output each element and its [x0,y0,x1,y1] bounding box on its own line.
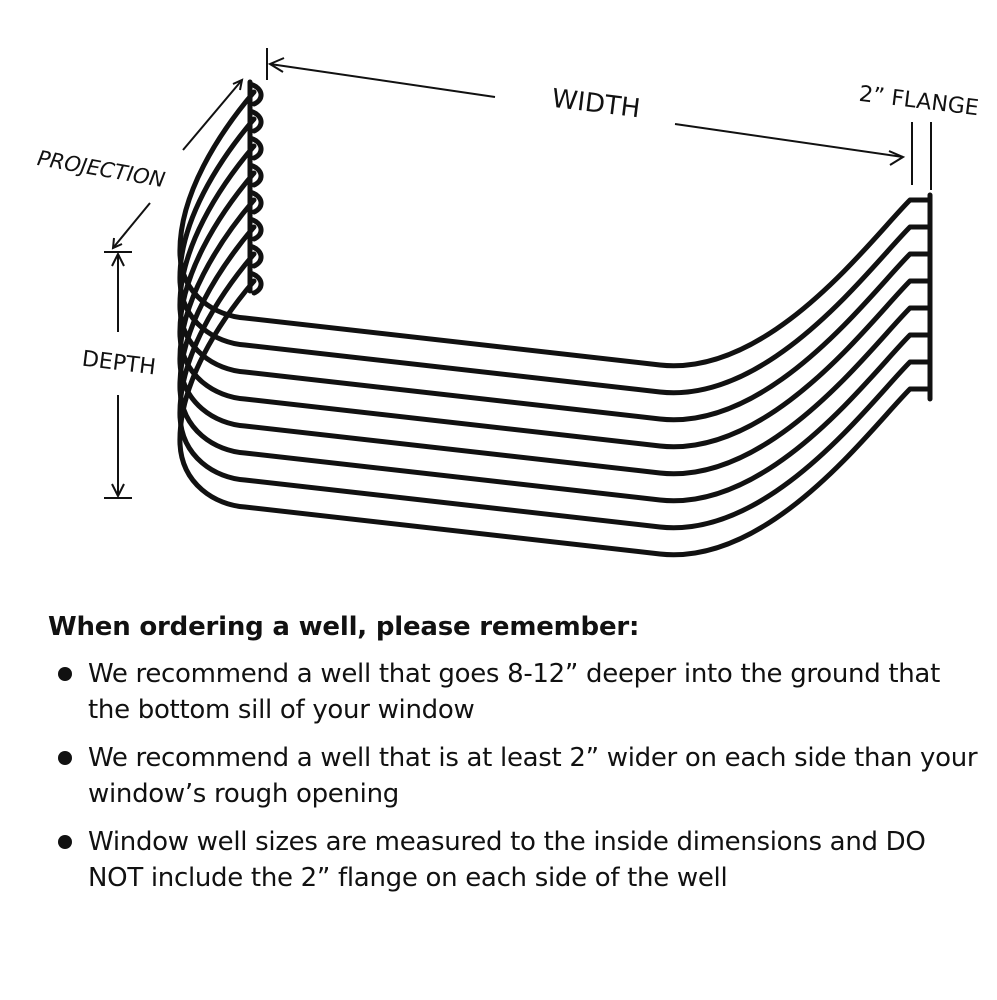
projection-label: PROJECTION [36,146,168,192]
well-lip [247,189,264,215]
well-lip [247,243,264,269]
list-item: We recommend a well that goes 8-12” deep… [48,656,978,728]
bullet-icon [58,751,72,765]
list-item-text: We recommend a well that is at least 2” … [88,743,978,809]
notes-heading: When ordering a well, please remember: [48,612,640,642]
list-item-text: We recommend a well that goes 8-12” deep… [88,659,940,725]
well-band [177,197,933,477]
projection-arrowhead-top [232,78,244,91]
list-item: Window well sizes are measured to the in… [48,824,978,896]
width-arrow-left [269,63,496,98]
width-arrowhead-right [888,150,906,166]
width-arrow-right [674,123,904,158]
well-band [177,278,933,558]
bullet-icon [58,835,72,849]
width-label: WIDTH [550,84,642,125]
bullet-icon [58,667,72,681]
ordering-notes: When ordering a well, please remember: W… [48,612,978,908]
well-lip [247,108,264,134]
depth-arrowhead-top [111,251,125,267]
width-arrowhead-left [267,57,285,73]
well-band [177,224,933,504]
window-well-diagram: WIDTH 2” FLANGE PROJECTION DEPTH [36,48,980,558]
well-lip [247,81,264,107]
well-lip [247,135,264,161]
well-lip [247,216,264,242]
flange-label: 2” FLANGE [858,82,980,121]
notes-list: We recommend a well that goes 8-12” deep… [48,656,978,896]
projection-arrow-upper [182,79,243,151]
list-item: We recommend a well that is at least 2” … [48,740,978,812]
projection-arrow-lower [112,202,151,249]
depth-label: DEPTH [80,347,157,381]
well-lip [247,270,264,296]
dimension-lines [104,48,932,499]
list-item-text: Window well sizes are measured to the in… [88,827,926,893]
well-lip [247,162,264,188]
well-band [177,143,933,423]
well-band [177,116,933,396]
depth-arrowhead-bottom [111,483,125,499]
projection-arrowhead-bottom [111,237,123,250]
well-band [177,170,933,450]
well-band [177,251,933,531]
well-corrugations [177,79,933,558]
